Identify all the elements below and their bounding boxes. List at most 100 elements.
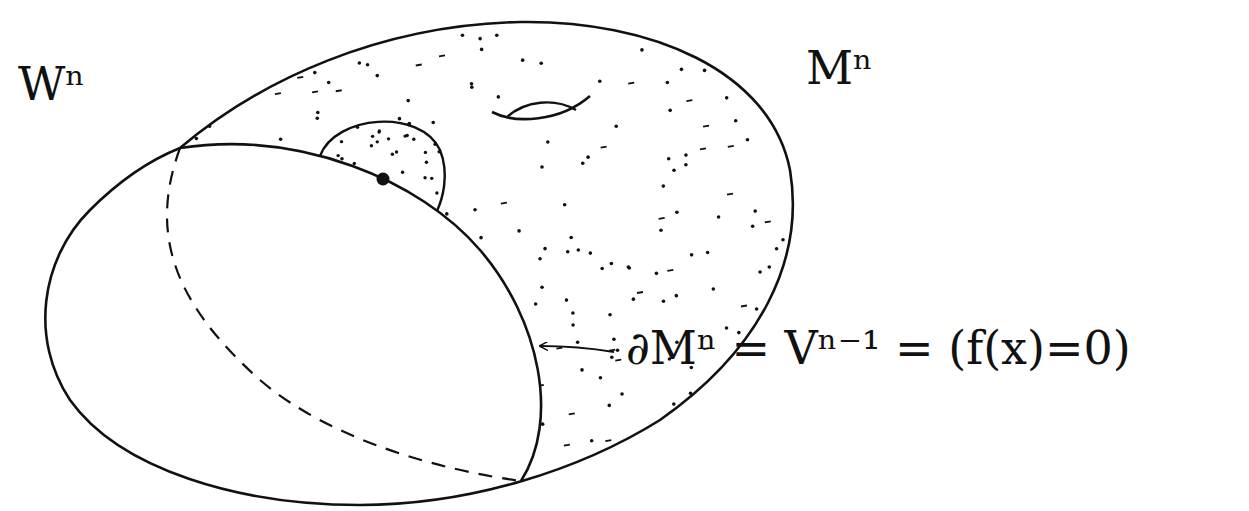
stipple-dot — [753, 209, 757, 213]
stipple-dot — [538, 257, 542, 261]
stipple-dash — [275, 93, 281, 94]
stipple-dash — [667, 270, 673, 271]
stipple-dot — [725, 96, 729, 100]
stipple-dot — [569, 236, 573, 240]
stipple-dot — [666, 81, 670, 85]
region-label: Wⁿ — [18, 58, 85, 111]
stipple-dash — [763, 93, 769, 94]
torus-hole — [492, 96, 590, 119]
stipple-dot — [534, 302, 538, 306]
stipple-dot — [632, 297, 636, 301]
stipple-dot — [320, 113, 323, 116]
stipple-dot — [430, 177, 433, 180]
stipple-dot — [480, 48, 484, 52]
stipple-dot — [655, 272, 659, 276]
stipple-dot — [340, 113, 343, 116]
stipple-dot — [435, 191, 438, 194]
stipple-dot — [473, 208, 477, 212]
stipple-dot — [690, 253, 694, 257]
stipple-dot — [412, 138, 415, 141]
stipple-dash — [703, 126, 709, 127]
stipple-dash — [297, 77, 303, 78]
stipple-dot — [586, 155, 590, 159]
stipple-dot — [341, 116, 344, 119]
stipple-dash — [564, 445, 570, 446]
stipple-dot — [543, 247, 547, 251]
stipple-dot — [767, 265, 771, 269]
stipple-dot — [659, 228, 663, 232]
stipple-dot — [340, 140, 343, 143]
stipple-dot — [612, 337, 616, 341]
stipple-dot — [539, 61, 543, 65]
stipple-dot — [540, 165, 544, 169]
stipple-dot — [610, 262, 614, 266]
stipple-dot — [684, 153, 688, 157]
stipple-dash — [615, 360, 621, 361]
stipple-dash — [719, 416, 725, 417]
stipple-dash — [601, 147, 607, 148]
stipple-dot — [563, 203, 567, 207]
stipple-dot — [667, 157, 671, 161]
stipple-dot — [589, 251, 593, 255]
stipple-dot — [628, 266, 632, 270]
stipple-dash — [727, 194, 733, 195]
stipple-dot — [470, 82, 474, 86]
inner-dome — [320, 122, 445, 211]
stipple-dot — [656, 26, 660, 30]
stipple-dot — [401, 171, 404, 174]
stipple-dash — [336, 90, 342, 91]
stipple-dot — [614, 124, 618, 128]
stipple-dash — [178, 83, 184, 84]
stipple-dot — [479, 236, 483, 240]
stipple-dot — [378, 129, 381, 132]
stipple-dash — [628, 83, 634, 84]
stipple-dash — [556, 348, 562, 349]
stipple-dot — [620, 392, 624, 396]
stipple-dot — [423, 176, 426, 179]
stipple-dot — [385, 22, 389, 26]
stipple-dot — [495, 33, 499, 37]
stipple-dot — [566, 250, 570, 254]
stipple-dash — [501, 203, 507, 204]
stipple-dot — [321, 120, 324, 123]
stipple-dot — [461, 33, 465, 37]
stipple-dot — [638, 30, 642, 34]
stipple-dash — [686, 100, 692, 101]
stipple-dot — [478, 37, 482, 41]
stipple-dot — [787, 388, 791, 392]
stipple-dot — [358, 61, 362, 65]
stipple-dot — [546, 140, 550, 144]
stipple-dot — [171, 66, 175, 70]
stipple-dot — [470, 85, 474, 89]
stipple-dot — [741, 394, 745, 398]
manifold-label: Mⁿ — [806, 42, 873, 95]
stipple-dot — [769, 113, 773, 117]
stipple-dot — [340, 157, 344, 161]
stipple-dot — [353, 162, 356, 165]
stipple-dot — [366, 63, 370, 67]
stipple-dot — [636, 28, 640, 32]
stipple-dot — [608, 313, 612, 317]
stipple-dot — [691, 405, 695, 409]
stipple-dot — [616, 348, 620, 352]
stipple-dot — [517, 229, 521, 233]
stipple-dot — [797, 377, 801, 381]
stipple-dot — [370, 144, 373, 147]
cut-face — [45, 144, 541, 505]
boundary-point — [377, 173, 390, 186]
stipple-dot — [395, 150, 398, 153]
stipple-dash — [439, 55, 445, 56]
stipple-dash — [700, 148, 706, 149]
stipple-dot — [608, 454, 612, 458]
stipple-dot — [783, 33, 787, 37]
stipple-dot — [712, 287, 716, 291]
stipple-dot — [792, 439, 796, 443]
stipple-dot — [680, 68, 684, 72]
stipple-dot — [607, 404, 611, 408]
stipple-dash — [637, 292, 643, 293]
stipple-dash — [228, 104, 234, 105]
stipple-dot — [581, 161, 585, 165]
stipple-dot — [403, 134, 406, 137]
stipple-dash — [741, 305, 747, 306]
stipple-dot — [706, 251, 710, 255]
